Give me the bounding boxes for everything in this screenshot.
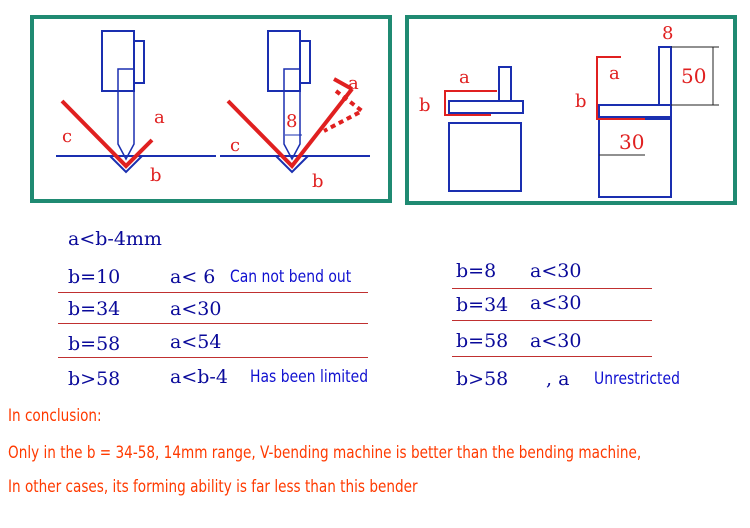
label-a: a bbox=[348, 73, 359, 94]
left-row-1-b: b=10 bbox=[68, 266, 121, 288]
punch-holder-side bbox=[133, 40, 145, 84]
workpiece bbox=[596, 56, 645, 120]
workpiece-flange bbox=[333, 77, 353, 91]
conclusion-line-1: Only in the b = 34-58, 14mm range, V-ben… bbox=[8, 443, 642, 463]
dim-height-label: 50 bbox=[681, 64, 706, 88]
v-bending-drawing: c a b 8 c a b bbox=[56, 30, 370, 192]
workpiece bbox=[444, 90, 497, 116]
right-row-3-a: a<30 bbox=[530, 330, 582, 352]
v-die bbox=[109, 155, 143, 174]
left-divider-2 bbox=[58, 323, 368, 324]
label-b: b bbox=[150, 165, 162, 186]
dim-width-label: 30 bbox=[619, 130, 644, 154]
left-row-3-b: b=58 bbox=[68, 333, 121, 355]
v-bending-diagram-panel: c a b 8 c a b bbox=[30, 15, 392, 203]
clamp-bar bbox=[598, 104, 672, 118]
bender-fig-2: 8 50 30 a b bbox=[575, 23, 719, 198]
right-divider-2 bbox=[452, 320, 652, 321]
flange-dashed bbox=[323, 89, 366, 133]
right-row-4-b: b>58 bbox=[456, 368, 509, 390]
punch-holder-side bbox=[299, 40, 311, 84]
right-divider-1 bbox=[452, 288, 652, 289]
label-c: c bbox=[62, 126, 72, 147]
left-divider-1 bbox=[58, 292, 368, 293]
dim-label: 8 bbox=[286, 111, 297, 132]
label-a: a bbox=[459, 67, 470, 88]
bender-fig-1: a b bbox=[419, 66, 524, 192]
bender-diagram-panel: a b 8 50 30 a b bbox=[405, 15, 737, 205]
left-row-2-b: b=34 bbox=[68, 298, 121, 320]
left-row-3-a: a<54 bbox=[170, 331, 222, 353]
conclusion-heading: In conclusion: bbox=[8, 406, 102, 426]
bender-drawing: a b 8 50 30 a b bbox=[419, 23, 719, 198]
left-row-4-a: a<b-4 bbox=[170, 366, 228, 388]
v-bend-fig-2: 8 c a b bbox=[220, 30, 370, 192]
label-a: a bbox=[154, 107, 165, 128]
punch-blade bbox=[283, 68, 301, 161]
conclusion-line-2: In other cases, its forming ability is f… bbox=[8, 477, 418, 497]
punch-blade bbox=[117, 68, 135, 161]
base-block bbox=[448, 122, 522, 192]
upright-bar bbox=[498, 66, 512, 102]
label-b: b bbox=[419, 95, 431, 116]
left-row-4-b: b>58 bbox=[68, 368, 121, 390]
right-row-1-b: b=8 bbox=[456, 260, 497, 282]
label-b: b bbox=[312, 171, 324, 192]
v-bend-fig-1: c a b bbox=[56, 30, 216, 186]
clamp-bar bbox=[448, 100, 524, 114]
right-row-2-a: a<30 bbox=[530, 292, 582, 314]
right-row-3-b: b=58 bbox=[456, 330, 509, 352]
workpiece bbox=[226, 87, 354, 170]
label-c: c bbox=[230, 135, 240, 156]
label-b: b bbox=[575, 91, 587, 112]
label-a: a bbox=[609, 63, 620, 84]
left-row-1-note: Can not bend out bbox=[230, 267, 352, 287]
dim-top-label: 8 bbox=[662, 23, 673, 44]
right-divider-3 bbox=[452, 356, 652, 357]
left-row-2-a: a<30 bbox=[170, 298, 222, 320]
formula-text: a<b-4mm bbox=[68, 228, 162, 250]
right-row-4-note: Unrestricted bbox=[594, 369, 680, 389]
left-row-1-a: a< 6 bbox=[170, 266, 216, 288]
left-divider-3 bbox=[58, 357, 368, 358]
left-row-4-note: Has been limited bbox=[250, 367, 369, 387]
v-die bbox=[275, 155, 309, 174]
right-row-2-b: b=34 bbox=[456, 294, 509, 316]
upright-bar bbox=[658, 46, 672, 106]
workpiece bbox=[60, 99, 154, 169]
right-row-1-a: a<30 bbox=[530, 260, 582, 282]
right-row-4-a: , a bbox=[546, 368, 570, 390]
